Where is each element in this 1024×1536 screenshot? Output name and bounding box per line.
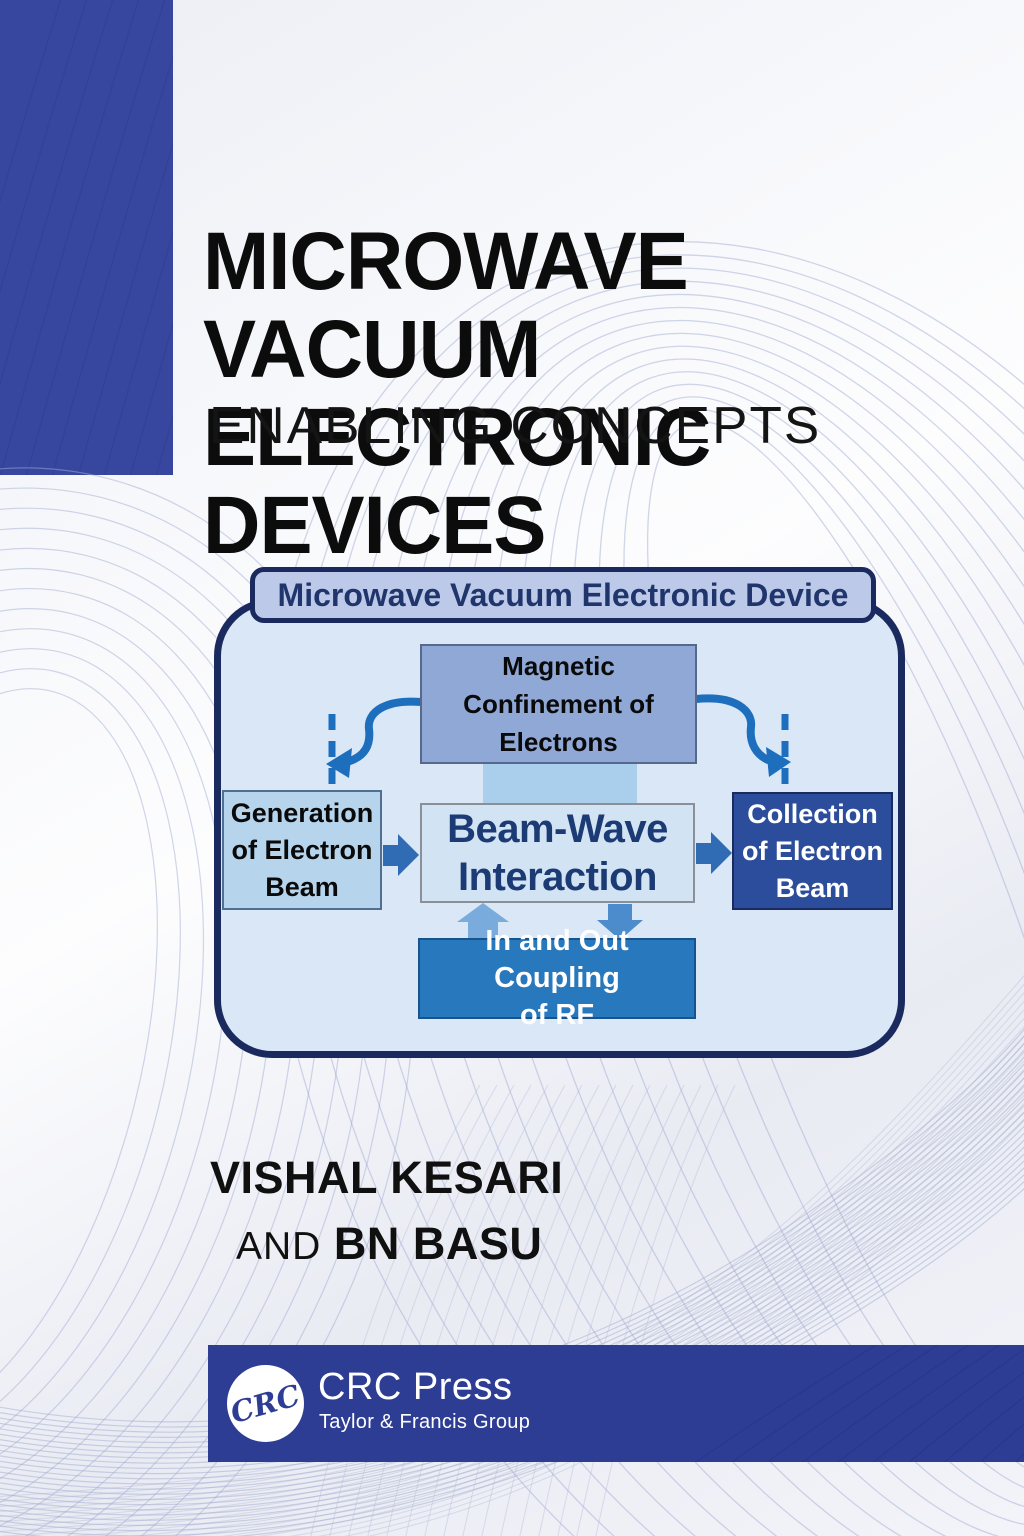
diagram-title-box: Microwave Vacuum Electronic Device — [250, 567, 876, 623]
generation-box: Generation of Electron Beam — [222, 790, 382, 910]
magnetic-confinement-box: Magnetic Confinement of Electrons — [420, 644, 697, 764]
author-name-1: VISHAL KESARI — [210, 1152, 564, 1203]
generation-to-interaction-arrow — [383, 834, 419, 876]
beam-wave-interaction-box: Beam-Wave Interaction — [420, 803, 695, 903]
author-line-2: AND BN BASU — [236, 1218, 563, 1270]
right-curved-arrow — [692, 694, 772, 764]
publisher-bar: CRC CRC Press Taylor & Francis Group — [208, 1345, 1024, 1462]
collection-box: Collection of Electron Beam — [732, 792, 893, 910]
title-line-1: MICROWAVE VACUUM — [203, 216, 689, 395]
corner-accent-rectangle — [0, 0, 173, 475]
rf-coupling-box: In and Out Coupling of RF — [418, 925, 696, 1031]
beam-channel-band — [483, 762, 637, 805]
publisher-name: CRC Press — [318, 1366, 513, 1408]
title-line-2: ELECTRONIC DEVICES — [203, 392, 711, 571]
publisher-bar-wave-overlay — [695, 1345, 1024, 1462]
author-block: VISHAL KESARI AND BN BASU — [210, 1152, 563, 1270]
left-curved-arrow — [346, 697, 425, 765]
book-title: MICROWAVE VACUUM ELECTRONIC DEVICES — [203, 218, 999, 570]
publisher-group: Taylor & Francis Group — [319, 1411, 531, 1433]
interaction-to-collection-arrow — [696, 832, 732, 874]
book-subtitle: ENABLING CONCEPTS — [209, 397, 822, 455]
author-conjunction: AND — [236, 1225, 322, 1268]
interaction-down-arrow — [597, 904, 643, 940]
right-curved-arrowhead — [766, 747, 791, 777]
coupling-up-arrow — [457, 903, 509, 938]
crc-logo-icon: CRC — [227, 1365, 304, 1442]
author-name-2: BN BASU — [333, 1218, 543, 1269]
left-curved-arrowhead — [326, 748, 352, 778]
